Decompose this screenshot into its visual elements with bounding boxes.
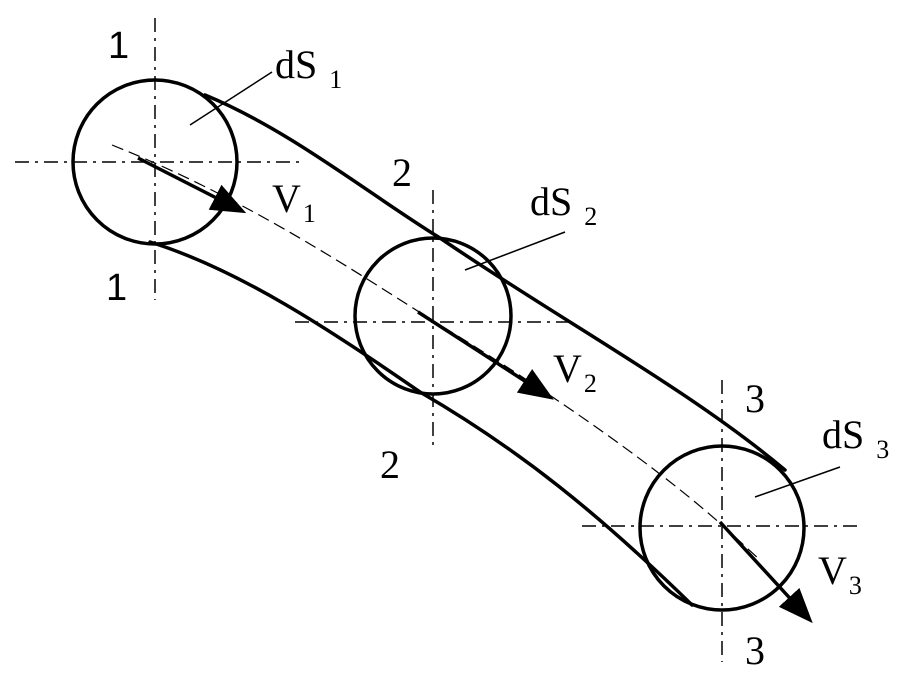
velocity-3-sub: 3 xyxy=(849,571,862,600)
section-3-circle xyxy=(638,444,806,612)
area-2-leader xyxy=(464,231,566,271)
velocity-1-sub: 1 xyxy=(303,199,316,228)
area-1-label: dS 1 xyxy=(275,42,342,94)
section-1-bottom-label: 1 xyxy=(106,267,127,309)
section-2-circle xyxy=(353,236,513,396)
velocity-1-main: V xyxy=(272,176,301,221)
section-1-top-label: 1 xyxy=(108,25,129,67)
area-1-main: dS xyxy=(275,42,317,87)
area-2-sub: 2 xyxy=(584,202,597,231)
area-1-leader xyxy=(189,71,273,126)
velocity-3-label: V3 xyxy=(818,548,862,600)
area-2-label: dS 2 xyxy=(530,179,597,231)
velocity-3-main: V xyxy=(818,548,847,593)
section-2-bottom-label: 2 xyxy=(380,442,400,487)
area-3-sub: 3 xyxy=(876,435,889,464)
area-2-main: dS xyxy=(530,179,572,224)
section-1-circle xyxy=(71,78,239,246)
section-2-top-label: 2 xyxy=(392,150,412,195)
area-3-label: dS 3 xyxy=(822,412,889,464)
velocity-2-main: V xyxy=(553,346,582,391)
area-3-main: dS xyxy=(822,412,864,457)
velocity-3-arrow xyxy=(718,520,813,624)
velocity-2-label: V2 xyxy=(553,346,597,398)
velocity-1-arrow xyxy=(137,156,247,214)
section-3-top-label: 3 xyxy=(745,376,765,421)
tube-upper-wall xyxy=(203,93,787,472)
section-3-bottom-label: 3 xyxy=(745,628,765,673)
velocity-1-label: V1 xyxy=(272,176,316,228)
velocity-2-sub: 2 xyxy=(584,369,597,398)
area-3-leader xyxy=(754,466,841,498)
area-1-sub: 1 xyxy=(329,65,342,94)
velocity-2-arrow xyxy=(417,310,554,400)
